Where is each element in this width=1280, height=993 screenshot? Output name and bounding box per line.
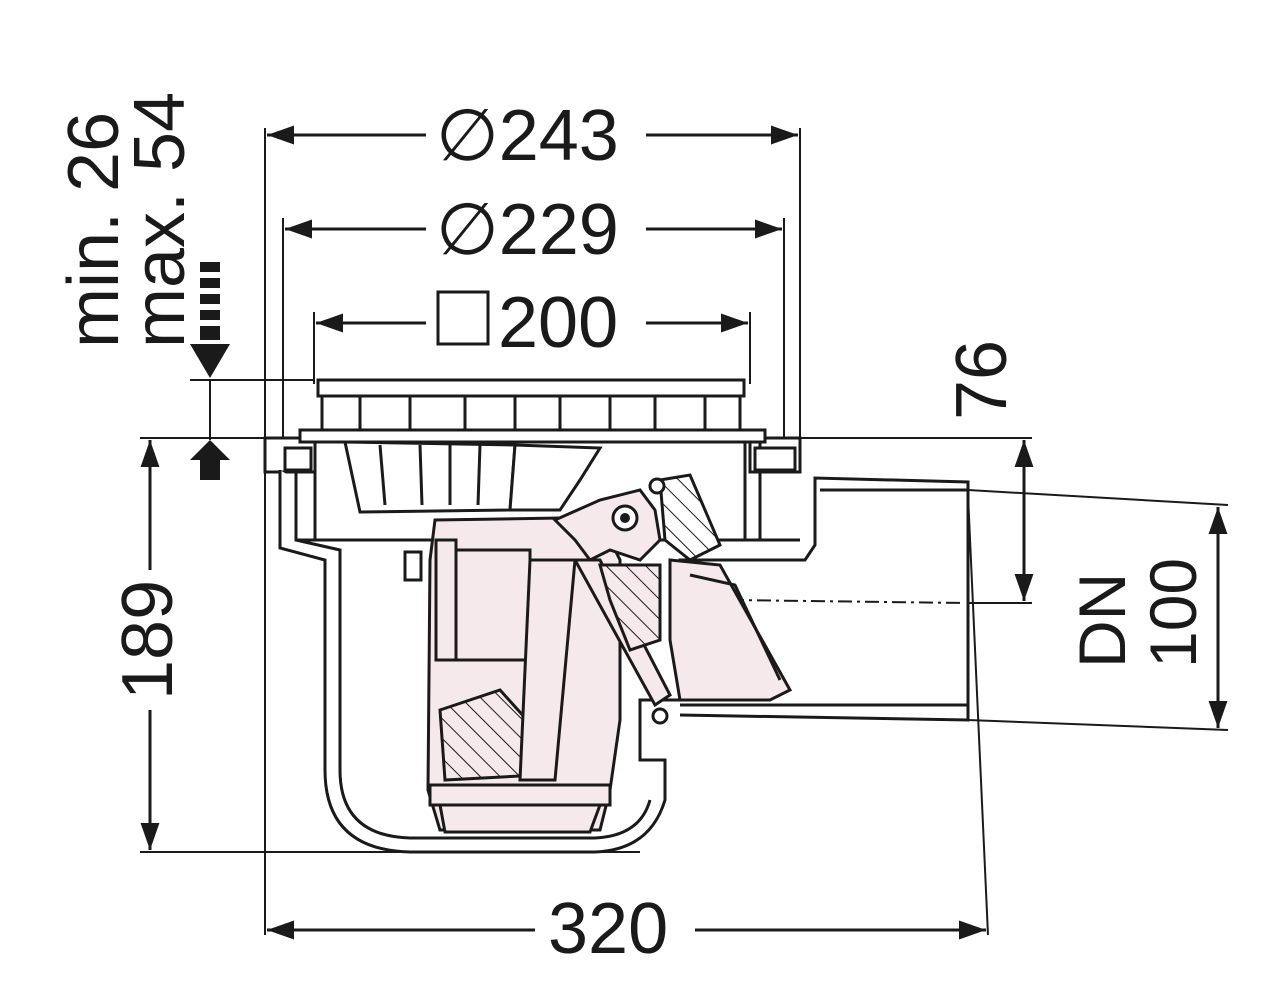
adjust-max-label: max. 54 xyxy=(120,92,200,348)
dimension-dn-100: DN 100 xyxy=(1065,507,1228,728)
square-symbol xyxy=(436,290,490,346)
dimension-320-value: 320 xyxy=(548,889,668,969)
dimension-320: 320 xyxy=(267,889,986,969)
housing-details xyxy=(283,446,797,725)
diameter-229-value: 229 xyxy=(499,190,619,270)
dimension-diameter-243: ∅243 xyxy=(267,96,798,176)
grating-frame xyxy=(298,378,767,444)
diameter-243-value: 243 xyxy=(499,96,619,176)
adjust-min-label: min. 26 xyxy=(54,112,134,348)
diameter-symbol: ∅ xyxy=(436,190,499,270)
backflow-insert xyxy=(426,473,793,834)
dimension-square-200: 200 xyxy=(316,283,748,363)
dimension-76: 76 xyxy=(942,340,1034,601)
dn-label: DN xyxy=(1065,573,1139,668)
dimension-diameter-229: ∅229 xyxy=(285,190,782,270)
height-adjustment-range: min. 26 max. 54 xyxy=(54,92,230,480)
adjust-down-arrow-icon xyxy=(190,262,230,378)
dimension-189: 189 xyxy=(108,440,188,850)
diameter-symbol: ∅ xyxy=(436,96,499,176)
square-200-value: 200 xyxy=(498,283,618,363)
adjust-up-arrow-icon xyxy=(190,440,230,480)
dimension-76-value: 76 xyxy=(942,340,1022,420)
svg-text:∅243: ∅243 xyxy=(436,96,619,176)
dirt-bucket xyxy=(343,440,603,514)
dn-value: 100 xyxy=(1136,558,1210,668)
dimension-189-value: 189 xyxy=(108,580,188,700)
svg-text:∅229: ∅229 xyxy=(436,190,619,270)
